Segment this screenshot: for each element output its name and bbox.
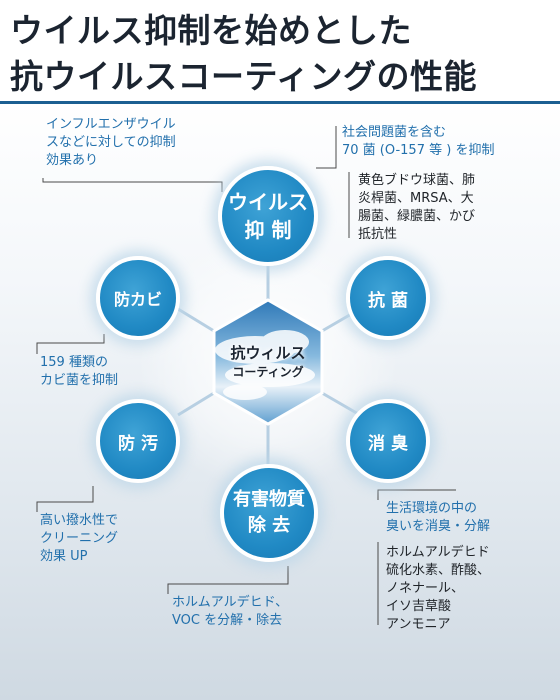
- title-line-2: 抗ウイルスコーティングの性能: [10, 57, 478, 96]
- link-antifouling: [177, 391, 215, 417]
- circle-antimold: 防カビ: [96, 256, 180, 340]
- note-deodorize-detail-line-1: ホルムアルデヒド: [386, 545, 490, 560]
- note-removal-line-2: VOC を分解・除去: [172, 613, 283, 628]
- note-deodorize-detail-line-4: イソ吉草酸: [386, 599, 452, 614]
- callout-deodorize: [377, 489, 456, 500]
- circle-antibacterial: 抗 菌: [346, 256, 430, 340]
- circle-antifouling: 防 汚: [96, 399, 180, 483]
- note-removal-line-1: ホルムアルデヒド、: [172, 595, 289, 610]
- note-antibacterial-detail-line-2: 炎桿菌、MRSA、大: [358, 191, 474, 206]
- title: ウイルス抑制を始めとした 抗ウイルスコーティングの性能: [10, 8, 550, 100]
- circle-removal-line-1: 有害物質: [233, 489, 305, 510]
- note-antibacterial: 社会問題菌を含む 70 菌 (O-157 等 ) を抑制: [342, 124, 494, 160]
- note-virus-line-1: インフルエンザウイル: [46, 117, 176, 132]
- note-antibacterial-line-2: 70 菌 (O-157 等 ) を抑制: [342, 143, 495, 158]
- note-virus-line-2: スなどに対しての抑制: [46, 135, 176, 150]
- link-deodorize: [321, 391, 361, 417]
- note-deodorize-detail: ホルムアルデヒド 硫化水素、酢酸、 ノネナール、 イソ吉草酸 アンモニア: [386, 544, 490, 634]
- note-antibacterial-line-1: 社会問題菌を含む: [342, 125, 447, 140]
- note-removal: ホルムアルデヒド、 VOC を分解・除去: [172, 594, 288, 630]
- circle-deodorize: 消 臭: [346, 399, 430, 483]
- circle-antibacterial-label: 抗 菌: [368, 290, 408, 311]
- note-antibacterial-detail-line-1: 黄色ブドウ球菌、肺: [358, 173, 476, 188]
- note-antifouling-line-3: 効果 UP: [40, 549, 88, 564]
- note-virus: インフルエンザウイル スなどに対しての抑制 効果あり: [46, 116, 176, 170]
- note-deodorize-line-2: 臭いを消臭・分解: [386, 519, 491, 534]
- cloud-shapes: [215, 330, 315, 400]
- title-line-1: ウイルス抑制を始めとした: [10, 11, 412, 50]
- note-antifouling-line-1: 高い撥水性で: [40, 513, 119, 528]
- link-antimold: [177, 307, 215, 333]
- center-label: 抗ウィルス コーティング: [208, 342, 328, 380]
- note-deodorize-line-1: 生活環境の中の: [386, 501, 478, 516]
- circle-antifouling-label: 防 汚: [118, 433, 158, 454]
- center-label-line-1: 抗ウィルス: [230, 344, 306, 362]
- note-deodorize-detail-line-5: アンモニア: [386, 617, 451, 632]
- circle-virus-line-1: ウイルス: [228, 190, 308, 214]
- note-antimold-line-1: 159 種類の: [40, 355, 108, 370]
- circle-harmful-substance-removal: 有害物質 除 去: [220, 464, 318, 562]
- callout-antibacterial: [316, 126, 337, 169]
- note-deodorize-detail-line-2: 硫化水素、酢酸、: [386, 563, 491, 578]
- circle-virus-suppression: ウイルス 抑 制: [218, 166, 318, 266]
- circle-deodorize-label: 消 臭: [368, 433, 408, 454]
- circle-removal-line-2: 除 去: [247, 515, 291, 536]
- center-label-line-2: コーティング: [232, 365, 304, 379]
- callout-antifouling: [36, 486, 94, 512]
- note-deodorize-detail-line-3: ノネナール、: [386, 581, 465, 596]
- title-divider: [0, 101, 560, 104]
- note-antimold-line-2: カビ菌を抑制: [40, 373, 119, 388]
- circle-virus-line-2: 抑 制: [244, 218, 292, 242]
- note-antibacterial-detail-line-3: 腸菌、緑膿菌、かび: [358, 209, 476, 224]
- note-antibacterial-detail: 黄色ブドウ球菌、肺 炎桿菌、MRSA、大 腸菌、緑膿菌、かび 抵抗性: [358, 172, 475, 244]
- callout-lines: [36, 126, 456, 625]
- callout-antimold: [36, 334, 105, 354]
- note-antibacterial-detail-line-4: 抵抗性: [358, 227, 398, 242]
- callout-removal: [167, 566, 289, 594]
- callout-virus: [42, 178, 223, 192]
- note-antimold: 159 種類の カビ菌を抑制: [40, 354, 118, 390]
- note-antifouling-line-2: クリーニング: [40, 531, 119, 546]
- note-deodorize: 生活環境の中の 臭いを消臭・分解: [386, 500, 490, 536]
- circle-antimold-label: 防カビ: [113, 290, 162, 309]
- note-antifouling: 高い撥水性で クリーニング 効果 UP: [40, 512, 118, 566]
- note-virus-line-3: 効果あり: [46, 153, 99, 168]
